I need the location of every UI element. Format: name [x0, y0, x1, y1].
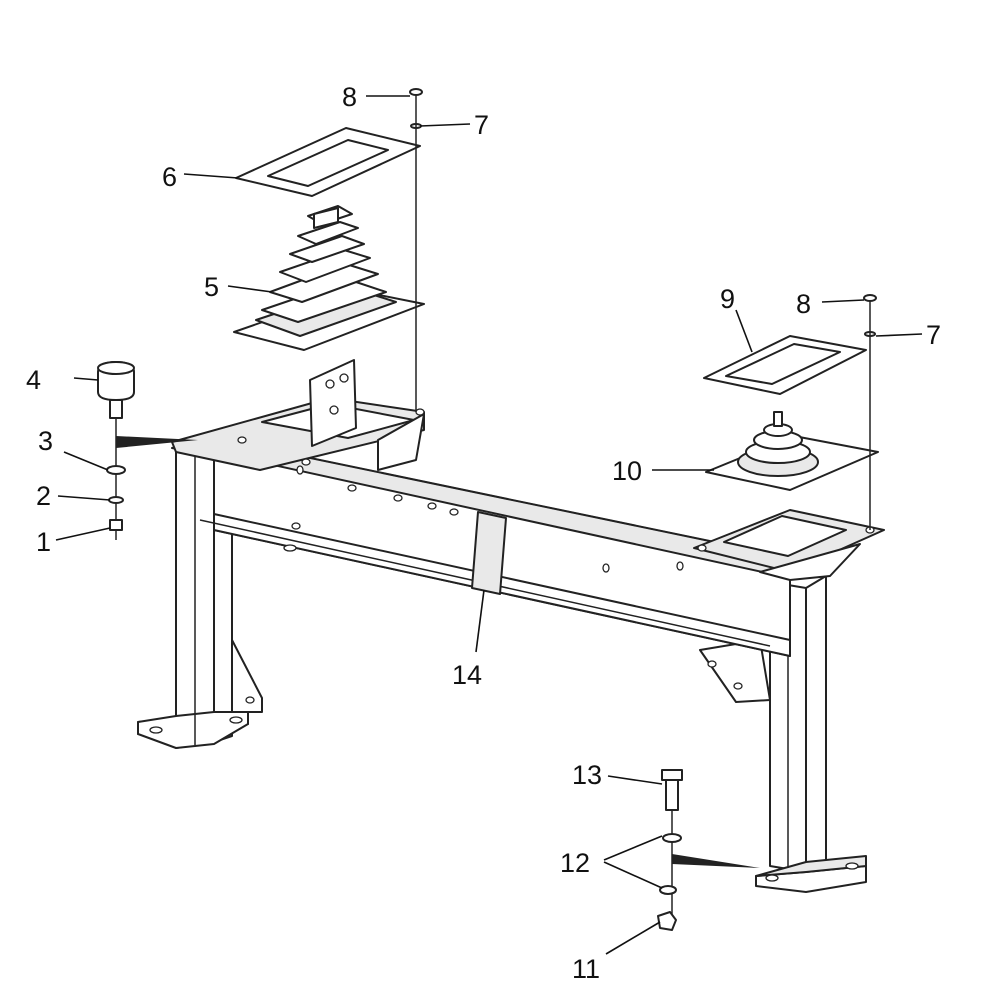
cross-beam: [171, 437, 831, 657]
callout-12: 12: [560, 848, 590, 878]
callout-11: 11: [572, 954, 600, 984]
callout-labels: 1 2 3 4 5 6 7 8 9 8 7 10 14 13 12 11: [26, 82, 941, 984]
part-10-boot: [705, 411, 879, 491]
callout-13: 13: [572, 760, 602, 790]
part-5-bellows-boot: [233, 205, 425, 351]
right-screw-assembly: [863, 294, 877, 530]
part-6-cover-plate: [235, 127, 421, 197]
left-screw-assembly: [409, 88, 423, 412]
right-hardware-stack: [657, 769, 760, 931]
left-console-mount: [171, 359, 425, 471]
callout-8-left: 8: [342, 82, 357, 112]
callout-2: 2: [36, 481, 51, 511]
callout-1: 1: [36, 527, 51, 557]
callout-5: 5: [204, 272, 219, 302]
part-9-cover-plate: [703, 335, 867, 395]
callout-3: 3: [38, 426, 53, 456]
callout-10: 10: [612, 456, 642, 486]
leader-lines: [55, 95, 923, 955]
callout-7-right: 7: [926, 320, 941, 350]
callout-4: 4: [26, 365, 41, 395]
callout-9: 9: [720, 284, 735, 314]
callout-14: 14: [452, 660, 482, 690]
callout-7-left: 7: [474, 110, 489, 140]
right-console-mount: [693, 509, 885, 581]
callout-6: 6: [162, 162, 177, 192]
left-hardware-stack: [97, 361, 198, 540]
callout-8-right: 8: [796, 289, 811, 319]
